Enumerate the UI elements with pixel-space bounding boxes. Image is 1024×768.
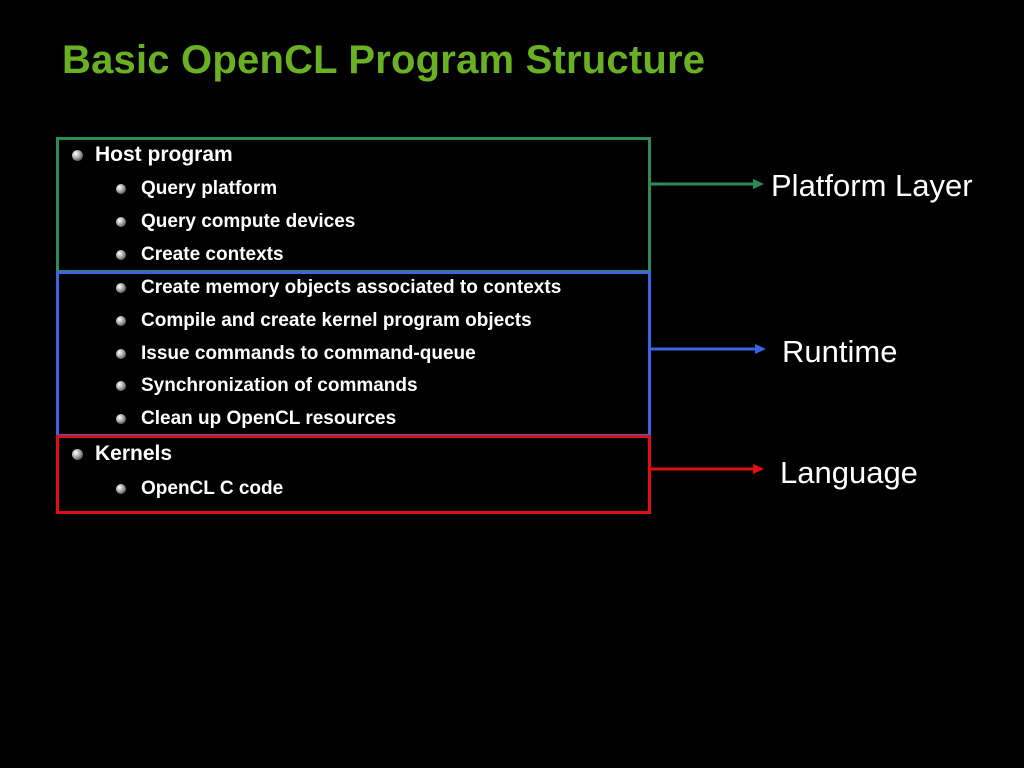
bullet-icon	[116, 349, 126, 359]
list-item-create-memory-objects: Create memory objects associated to cont…	[141, 277, 562, 298]
bullet-icon	[116, 381, 126, 391]
bullet-icon	[116, 184, 126, 194]
list-item-synchronization: Synchronization of commands	[141, 375, 418, 396]
platform-layer-label: Platform Layer	[771, 168, 973, 203]
bullet-icon	[116, 484, 126, 494]
platform-arrow-head	[753, 179, 764, 189]
list-item-clean-up: Clean up OpenCL resources	[141, 408, 397, 429]
bullet-icon	[72, 449, 83, 460]
language-label: Language	[780, 455, 918, 490]
bullet-icon	[72, 150, 83, 161]
host-program-heading: Host program	[95, 143, 233, 166]
runtime-label: Runtime	[782, 334, 898, 369]
list-item-compile-kernel-objects: Compile and create kernel program object…	[141, 310, 532, 331]
bullet-icon	[116, 283, 126, 293]
list-item-query-compute-devices: Query compute devices	[141, 211, 356, 232]
slide-title: Basic OpenCL Program Structure	[62, 38, 706, 82]
list-item-opencl-c-code: OpenCL C code	[141, 478, 284, 499]
list-item-create-contexts: Create contexts	[141, 244, 284, 265]
bullet-icon	[116, 217, 126, 227]
kernels-heading: Kernels	[95, 442, 173, 465]
list-item-query-platform: Query platform	[141, 178, 278, 199]
runtime-arrow-head	[755, 344, 766, 354]
language-box	[56, 435, 651, 514]
list-item-issue-commands: Issue commands to command-queue	[141, 343, 476, 364]
bullet-icon	[116, 316, 126, 326]
language-arrow-head	[753, 464, 764, 474]
bullet-icon	[116, 250, 126, 260]
bullet-icon	[116, 414, 126, 424]
